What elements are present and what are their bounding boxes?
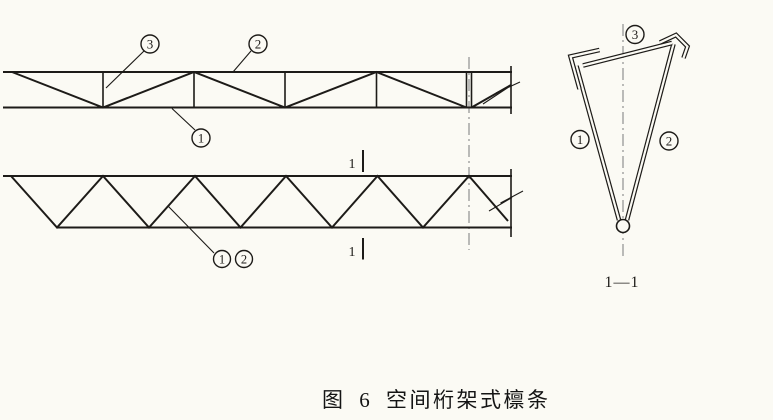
- callout-circle-lacing: [140, 34, 160, 54]
- callout-circle-section-lacing: [625, 24, 645, 45]
- figure-caption: 图 6 空间桁架式檩条: [322, 388, 551, 412]
- leader-line: [232, 50, 252, 73]
- leader-line: [171, 108, 196, 131]
- callout-circle-bottom-chord: [191, 128, 211, 148]
- callout-label-plan-2: 2: [241, 252, 247, 266]
- elevation-view: 3 2 1: [3, 34, 521, 148]
- section-bottom-chord-bar: [615, 218, 631, 234]
- elevation-diagonal-webs: [11, 70, 467, 109]
- section-left-angle: [567, 47, 601, 90]
- callout-label-top-chord: 2: [255, 37, 262, 52]
- callout-circle-plan-2: [234, 249, 254, 269]
- callout-circle-plan-1: [212, 249, 232, 269]
- callout-label-bottom-chord: 1: [198, 131, 205, 146]
- section-view-title: 1—1: [605, 274, 640, 291]
- section-right-web-member: [624, 43, 676, 221]
- plan-view: 1 1 1 2: [3, 150, 524, 269]
- callout-label-section-lacing: 3: [632, 27, 639, 42]
- section-cut-number-top: 1: [349, 157, 356, 172]
- callout-circle-top-chord: [248, 34, 268, 54]
- break-mark: [488, 190, 524, 212]
- callout-label-section-left: 1: [577, 132, 584, 147]
- break-mark: [482, 81, 521, 105]
- callout-circle-section-right: [659, 131, 679, 151]
- callout-circle-section-left: [570, 129, 590, 150]
- section-view: 3 1 2 1—1: [567, 24, 691, 291]
- section-left-web-member: [574, 65, 622, 221]
- section-right-angle: [659, 32, 691, 59]
- leader-line: [105, 50, 145, 89]
- plan-diagonal-webs: [10, 174, 509, 230]
- section-top-lacing-member: [582, 40, 673, 68]
- callout-label-lacing: 3: [147, 37, 154, 52]
- leader-line: [167, 205, 215, 254]
- section-cut-number-bottom: 1: [349, 245, 356, 260]
- callout-label-section-right: 2: [666, 134, 673, 149]
- callout-label-plan-1: 1: [219, 252, 225, 266]
